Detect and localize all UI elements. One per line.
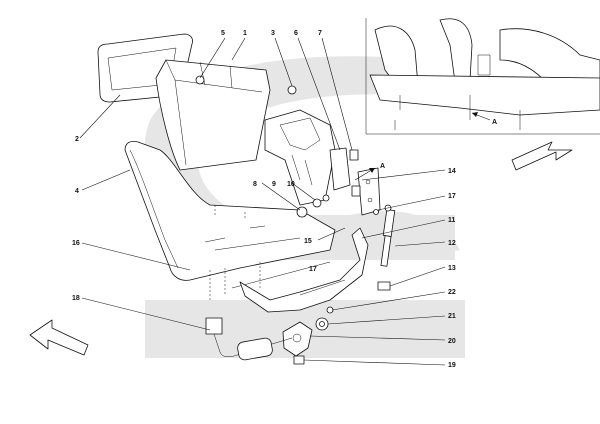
part-12-gas-strut bbox=[380, 204, 396, 267]
view-a-label-main: A bbox=[380, 163, 385, 170]
callout-21: 21 bbox=[448, 313, 456, 320]
inset-view-a bbox=[365, 18, 600, 135]
callout-18: 18 bbox=[72, 295, 80, 302]
callout-labels: 1 2 3 4 5 6 7 8 9 10 11 12 13 14 15 16 1… bbox=[72, 30, 497, 369]
part-20-plate bbox=[282, 321, 313, 357]
direction-arrow-right bbox=[511, 141, 573, 171]
part-11-hinge-bracket bbox=[239, 227, 369, 313]
callout-14: 14 bbox=[448, 168, 456, 175]
callout-13: 13 bbox=[448, 265, 456, 272]
direction-arrow-left bbox=[29, 319, 89, 356]
callout-15: 15 bbox=[304, 238, 312, 245]
callout-17-upper: 17 bbox=[448, 193, 456, 200]
part-14-latch-plate bbox=[357, 167, 381, 216]
callout-20: 20 bbox=[448, 338, 456, 345]
bracket-assembly bbox=[264, 109, 336, 206]
callout-9: 9 bbox=[272, 181, 276, 188]
callout-19: 19 bbox=[448, 362, 456, 369]
callout-5: 5 bbox=[221, 30, 225, 37]
callout-10: 10 bbox=[287, 181, 295, 188]
callout-7: 7 bbox=[318, 30, 322, 37]
part-4-outer-tub bbox=[124, 141, 336, 281]
callout-17-lower: 17 bbox=[309, 266, 317, 273]
view-a-label-inset: A bbox=[492, 119, 497, 126]
part-7-screw bbox=[349, 149, 359, 161]
callout-2: 2 bbox=[75, 136, 79, 143]
callout-4: 4 bbox=[75, 188, 79, 195]
part-1-box-insert bbox=[155, 59, 271, 171]
callout-12: 12 bbox=[448, 240, 456, 247]
callout-1: 1 bbox=[243, 30, 247, 37]
callout-6: 6 bbox=[294, 30, 298, 37]
part-6-bracket bbox=[329, 147, 351, 191]
callout-16: 16 bbox=[72, 240, 80, 247]
callout-8: 8 bbox=[253, 181, 257, 188]
leader-lines bbox=[79, 37, 446, 366]
callout-11: 11 bbox=[448, 217, 456, 224]
callout-3: 3 bbox=[271, 30, 275, 37]
callout-22: 22 bbox=[448, 289, 456, 296]
part-18-actuator bbox=[205, 317, 293, 361]
